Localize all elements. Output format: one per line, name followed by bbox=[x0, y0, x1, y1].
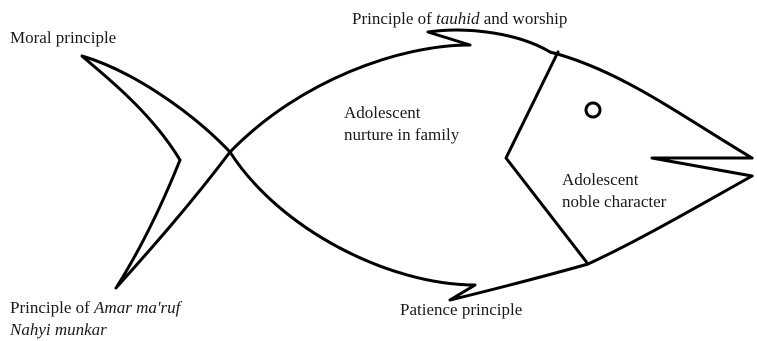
label-moral-text: Moral principle bbox=[10, 28, 117, 47]
fish-eye bbox=[584, 101, 602, 119]
label-tauhid-prefix: Principle of bbox=[352, 9, 437, 28]
label-tauhid-principle: Principle of tauhid and worship bbox=[352, 8, 567, 30]
fish-body-upper bbox=[228, 28, 754, 160]
fish-tail-upper bbox=[80, 54, 232, 162]
label-patience-principle: Patience principle bbox=[400, 299, 522, 321]
label-patience-text: Patience principle bbox=[400, 300, 523, 319]
fish-body-lower bbox=[228, 150, 754, 302]
label-amar-maruf-principle: Principle of Amar ma'ruf Nahyi munkar bbox=[10, 297, 180, 341]
label-amar-term-line2: Nahyi munkar bbox=[10, 320, 107, 339]
label-adolescent-noble-character: Adolescent noble character bbox=[562, 169, 666, 213]
fish-tail-lower bbox=[114, 150, 232, 290]
label-adolescent-nurture: Adolescent nurture in family bbox=[344, 102, 459, 146]
label-tauhid-term: tauhid bbox=[436, 9, 480, 28]
label-tauhid-suffix: and worship bbox=[479, 9, 568, 28]
label-noble-line2: noble character bbox=[562, 192, 667, 211]
gill-divider bbox=[504, 50, 590, 266]
label-noble-line1: Adolescent bbox=[562, 170, 639, 189]
label-nurture-line1: Adolescent bbox=[344, 103, 421, 122]
label-amar-term-line1: Amar ma'ruf bbox=[94, 298, 181, 317]
label-moral-principle: Moral principle bbox=[10, 27, 116, 49]
fish-mouth bbox=[650, 156, 754, 178]
label-amar-prefix: Principle of bbox=[10, 298, 95, 317]
label-nurture-line2: nurture in family bbox=[344, 125, 460, 144]
